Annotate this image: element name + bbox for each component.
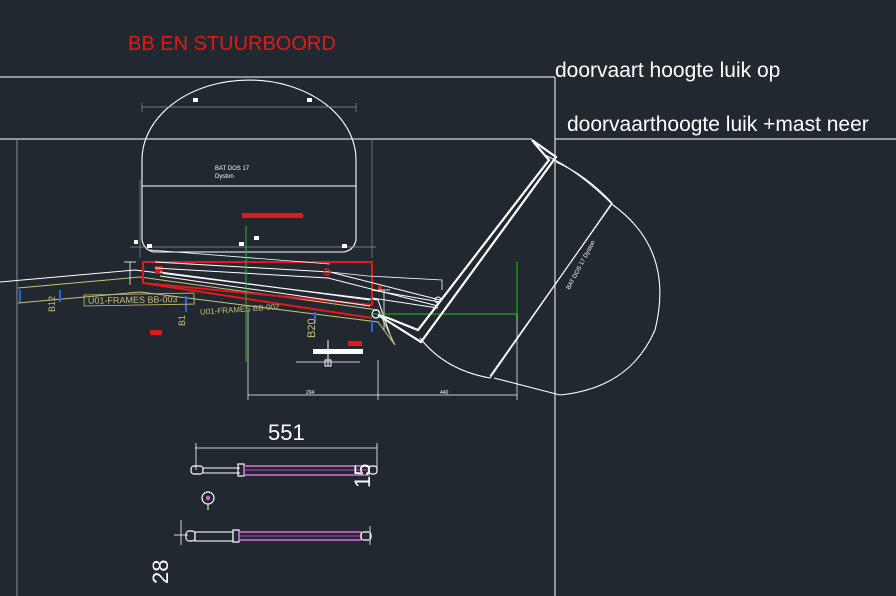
drawing-title: BB EN STUURBOORD	[128, 33, 336, 55]
red-marker-boat	[242, 213, 303, 218]
hatch-sweep	[419, 161, 613, 379]
frame-b1-label: B1	[177, 314, 187, 326]
frame-b12-label: B12	[47, 295, 57, 312]
boat-label-line2: Dyston	[215, 174, 234, 180]
note-hatch-mast-down: doorvaarthoogte luik +mast neer	[567, 113, 869, 136]
hull-line-1	[0, 269, 393, 341]
boat-label-line1: BAT DOS 17	[215, 166, 250, 172]
dimension-440: 440	[440, 390, 449, 396]
frame-label-bb003: U01-FRAMES BB-003	[87, 294, 178, 306]
hull-line-yellow-2	[17, 291, 396, 346]
cylinder-1-end-left	[190, 465, 204, 475]
dimension-15: 15	[350, 463, 375, 488]
red-hinge-frame	[142, 261, 373, 307]
boat-outline-rotated	[493, 154, 661, 396]
frame-b20-label: B20	[306, 318, 318, 338]
note-hatch-up: doorvaart hoogte luik op	[555, 59, 781, 82]
dimension-551: 551	[268, 420, 305, 445]
dimension-28: 28	[148, 559, 173, 584]
hatch-open	[377, 139, 558, 344]
dimension-294: 294	[306, 390, 315, 396]
